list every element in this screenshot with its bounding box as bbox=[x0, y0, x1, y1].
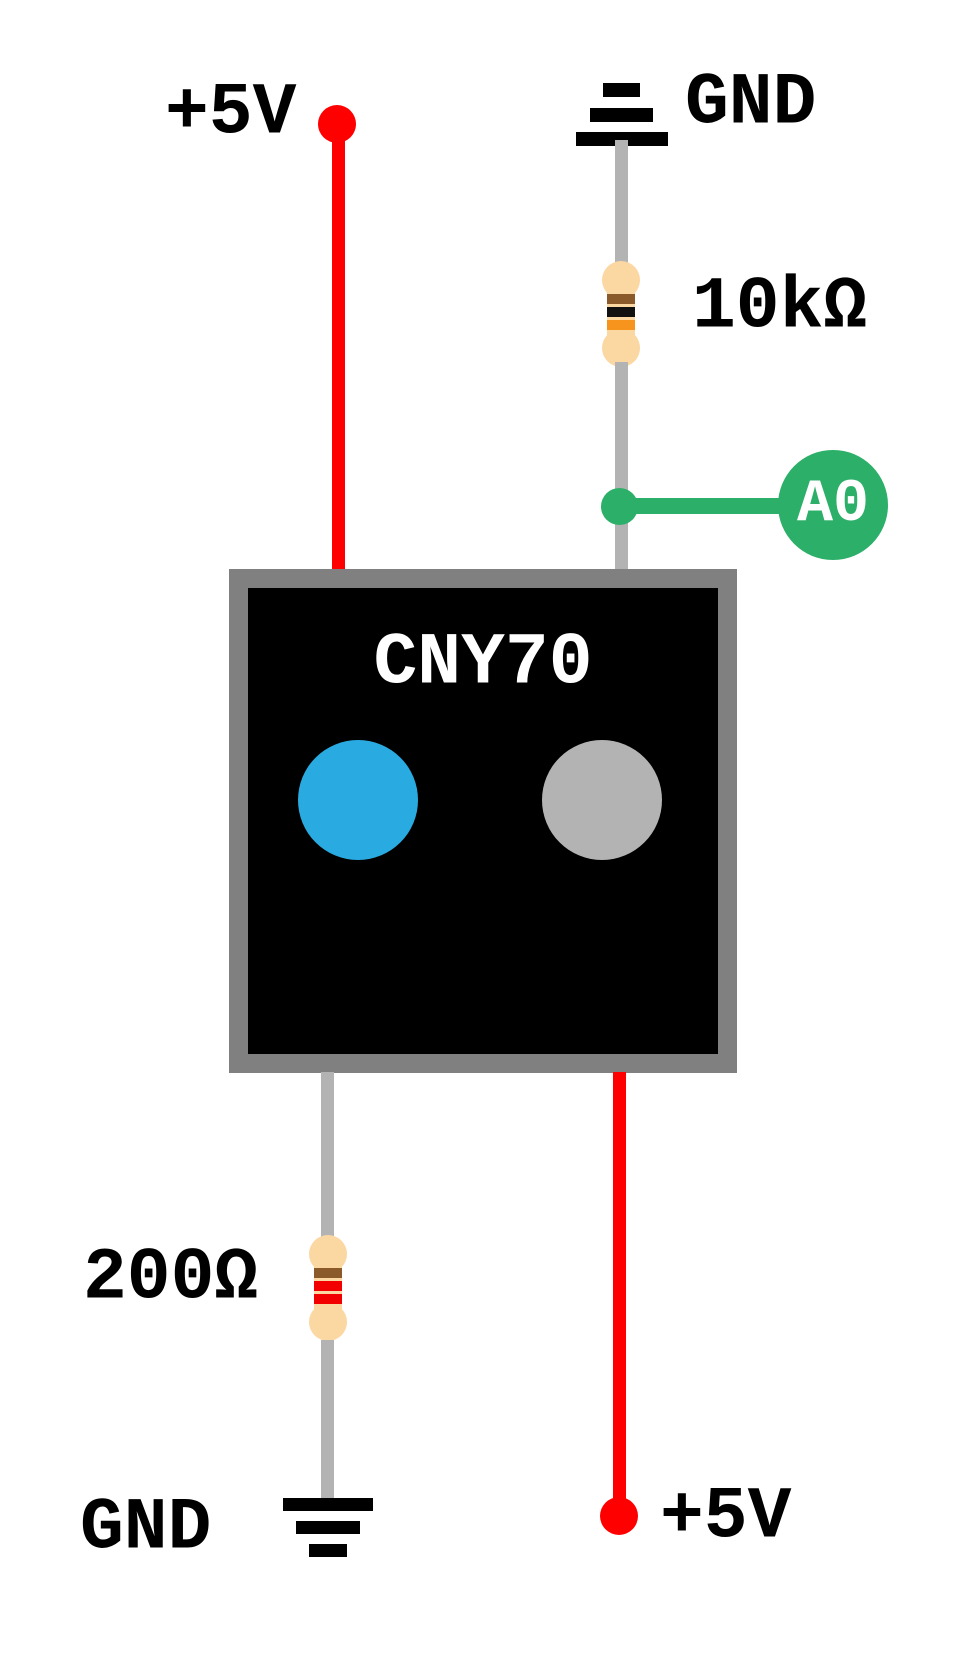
ground-symbol-bottom bbox=[283, 1498, 373, 1557]
phototransistor-window bbox=[542, 740, 662, 860]
band-orange bbox=[607, 320, 635, 330]
supply-label-bottom: +5V bbox=[660, 1475, 792, 1559]
led-cathode-wire-upper bbox=[321, 1072, 334, 1238]
band-red bbox=[314, 1294, 342, 1304]
ground-label-bottom: GND bbox=[80, 1486, 212, 1570]
resistor-200-bottom-lead bbox=[309, 1303, 347, 1341]
ground-bar-wide bbox=[576, 132, 668, 146]
ground-symbol-top bbox=[576, 83, 668, 146]
phototransistor-collector-wire-upper bbox=[615, 140, 628, 270]
resistor-200-top-lead bbox=[309, 1235, 347, 1273]
ground-bar-small bbox=[309, 1544, 347, 1557]
analog-pin-a0: A0 bbox=[778, 450, 888, 560]
ground-label-top: GND bbox=[685, 61, 817, 145]
resistor-200 bbox=[308, 1234, 348, 1342]
supply-label-top: +5V bbox=[165, 71, 297, 155]
resistor-10k-label: 10kΩ bbox=[692, 265, 868, 349]
supply-node-top bbox=[318, 105, 356, 143]
ground-bar-wide bbox=[283, 1498, 373, 1511]
ground-bar-small bbox=[603, 83, 640, 97]
supply-node-bottom bbox=[600, 1497, 638, 1535]
emitter-led-window bbox=[298, 740, 418, 860]
junction-node bbox=[601, 488, 638, 525]
resistor-10k bbox=[601, 260, 641, 368]
band-red bbox=[314, 1281, 342, 1291]
resistor-10k-top-lead bbox=[602, 261, 640, 299]
cny70-sensor-body: CNY70 bbox=[229, 569, 737, 1073]
ground-bar-medium bbox=[590, 108, 653, 122]
band-brown bbox=[607, 294, 635, 304]
ground-bar-medium bbox=[296, 1521, 360, 1534]
sensor-title: CNY70 bbox=[373, 621, 593, 705]
phototransistor-emitter-wire bbox=[613, 1072, 626, 1518]
resistor-200-label: 200Ω bbox=[83, 1236, 259, 1320]
analog-pin-label: A0 bbox=[796, 471, 869, 539]
led-anode-wire bbox=[332, 118, 345, 570]
resistor-10k-bottom-lead bbox=[602, 329, 640, 367]
led-cathode-wire-lower bbox=[321, 1340, 334, 1498]
band-black bbox=[607, 307, 635, 317]
phototransistor-collector-wire-lower bbox=[615, 362, 628, 570]
band-brown bbox=[314, 1268, 342, 1278]
